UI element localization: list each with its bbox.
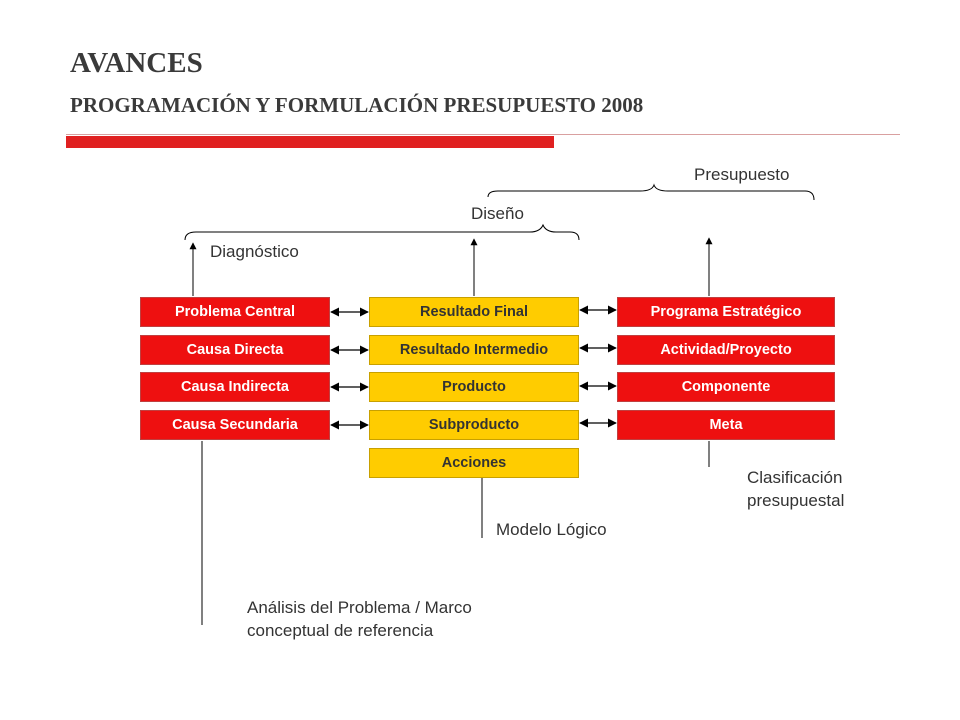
box-meta: Meta <box>617 410 835 440</box>
presupuesto-label: Presupuesto <box>694 165 790 184</box>
analisis-line2: conceptual de referencia <box>247 621 434 640</box>
box-causa-secundaria: Causa Secundaria <box>140 410 330 440</box>
analisis-label: Análisis del Problema / Marco conceptual… <box>247 596 472 642</box>
box-causa-directa: Causa Directa <box>140 335 330 365</box>
analisis-line1: Análisis del Problema / Marco <box>247 598 472 617</box>
box-acciones: Acciones <box>369 448 579 478</box>
clasificacion-line1: Clasificación <box>747 468 843 487</box>
title-divider-accent <box>66 136 554 148</box>
slide-subtitle: PROGRAMACIÓN Y FORMULACIÓN PRESUPUESTO 2… <box>70 93 644 117</box>
title-divider-thin <box>66 134 900 135</box>
modelo-logico-label: Modelo Lógico <box>496 520 607 539</box>
diagnostico-label: Diagnóstico <box>210 242 299 261</box>
box-componente: Componente <box>617 372 835 402</box>
diseno-label: Diseño <box>471 204 524 223</box>
box-resultado-intermedio: Resultado Intermedio <box>369 335 579 365</box>
presupuesto-brace <box>487 183 815 201</box>
box-producto: Producto <box>369 372 579 402</box>
box-causa-indirecta: Causa Indirecta <box>140 372 330 402</box>
box-problema-central: Problema Central <box>140 297 330 327</box>
box-resultado-final: Resultado Final <box>369 297 579 327</box>
box-programa-estrategico: Programa Estratégico <box>617 297 835 327</box>
clasificacion-line2: presupuestal <box>747 491 845 510</box>
box-subproducto: Subproducto <box>369 410 579 440</box>
diseno-brace <box>184 223 580 241</box>
clasificacion-label: Clasificación presupuestal <box>747 466 844 512</box>
slide-title: AVANCES <box>70 47 203 79</box>
box-actividad-proyecto: Actividad/Proyecto <box>617 335 835 365</box>
